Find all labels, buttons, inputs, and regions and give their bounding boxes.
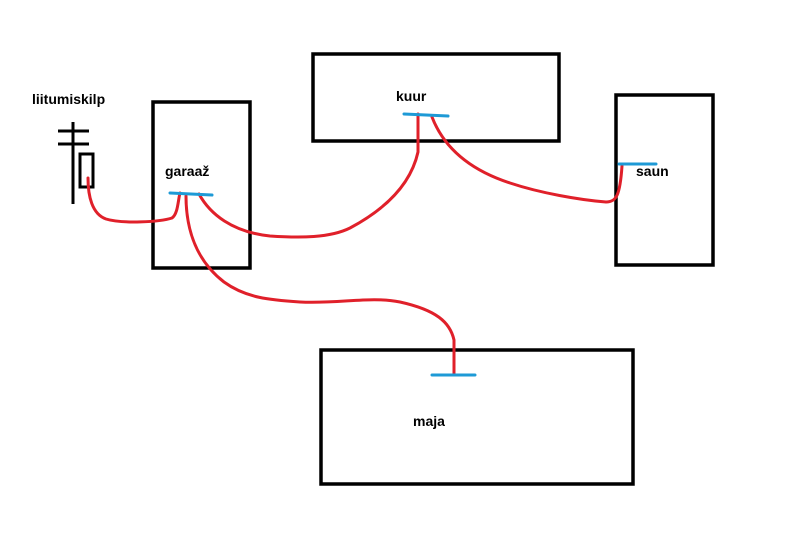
cable-shed-to-sauna	[430, 115, 624, 204]
cable-garage-to-house	[184, 194, 456, 376]
connection-point-pole-icon	[58, 122, 95, 204]
house-building	[319, 348, 635, 486]
label-sauna: saun	[636, 163, 669, 179]
label-shed: kuur	[396, 88, 427, 104]
shed-building	[311, 52, 561, 143]
label-garage: garaaž	[165, 163, 209, 179]
garage-connection-bar	[168, 191, 214, 197]
cable-source-to-garage	[86, 176, 182, 224]
garage-building	[151, 100, 252, 270]
label-source: liitumiskilp	[32, 91, 105, 107]
shed-connection-bar	[402, 112, 450, 118]
label-house: maja	[413, 413, 445, 429]
cable-garage-to-shed	[197, 112, 420, 239]
sauna-building	[614, 93, 715, 267]
